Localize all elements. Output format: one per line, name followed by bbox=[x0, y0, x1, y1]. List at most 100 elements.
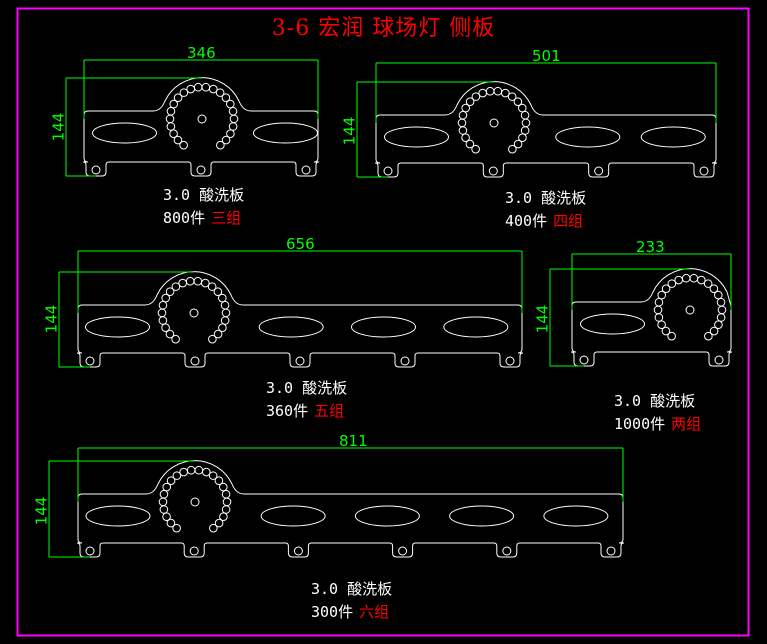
led-hole bbox=[178, 278, 187, 288]
material-text: 3.0 酸洗板 bbox=[163, 186, 245, 204]
part-label-p4: 3.0 酸洗板 1000件两组 bbox=[614, 390, 701, 436]
led-hole bbox=[713, 290, 723, 300]
quantity-text: 300件 bbox=[311, 603, 354, 621]
oval-slot bbox=[253, 122, 318, 144]
led-hole bbox=[165, 287, 175, 297]
led-hole bbox=[225, 99, 235, 109]
led-hole bbox=[518, 133, 527, 143]
led-hole bbox=[471, 92, 481, 101]
led-hole bbox=[172, 471, 182, 480]
group-text: 三组 bbox=[211, 209, 242, 227]
led-hole bbox=[513, 97, 523, 107]
led-hole bbox=[222, 497, 232, 507]
material-text: 3.0 酸洗板 bbox=[266, 379, 348, 397]
mount-hole bbox=[91, 165, 101, 175]
led-hole bbox=[653, 305, 663, 315]
led-hole bbox=[159, 505, 169, 514]
led-hole bbox=[458, 126, 468, 135]
led-hole bbox=[520, 110, 530, 120]
led-hole bbox=[521, 118, 531, 128]
panel-outline bbox=[570, 268, 733, 367]
quantity-text: 360件 bbox=[266, 402, 309, 420]
led-hole bbox=[193, 276, 203, 286]
center-hole bbox=[685, 305, 695, 315]
led-hole bbox=[226, 129, 235, 139]
quantity-text: 400件 bbox=[505, 212, 548, 230]
led-hole bbox=[219, 512, 228, 522]
width-dimension-p4: 233 bbox=[636, 238, 665, 256]
mount-hole bbox=[190, 356, 200, 366]
mount-hole bbox=[606, 546, 616, 556]
led-hole bbox=[221, 489, 231, 499]
led-hole bbox=[461, 103, 471, 113]
led-hole bbox=[201, 82, 211, 92]
height-dimension-p4: 144 bbox=[533, 304, 552, 334]
part-label-p3: 3.0 酸洗板 360件五组 bbox=[266, 377, 347, 423]
height-dimension-p5: 144 bbox=[32, 496, 51, 526]
led-hole bbox=[667, 279, 677, 288]
led-hole bbox=[674, 275, 683, 285]
led-hole bbox=[218, 323, 227, 333]
led-hole bbox=[228, 122, 238, 131]
oval-slot bbox=[85, 505, 151, 527]
led-hole bbox=[218, 482, 228, 492]
led-hole bbox=[714, 320, 723, 330]
led-hole bbox=[716, 313, 726, 322]
oval-slot bbox=[384, 126, 449, 148]
mount-hole bbox=[85, 356, 95, 366]
led-hole bbox=[458, 110, 468, 120]
led-hole bbox=[165, 114, 175, 124]
panel-outline bbox=[82, 77, 320, 177]
led-hole bbox=[166, 106, 176, 116]
side-panel-p4 bbox=[549, 253, 733, 367]
part-label-p2: 3.0 酸洗板 400件四组 bbox=[505, 187, 586, 233]
part-label-p5: 3.0 酸洗板 300件六组 bbox=[311, 578, 392, 624]
led-hole bbox=[681, 273, 691, 283]
led-hole bbox=[709, 284, 719, 294]
oval-slot bbox=[92, 122, 157, 144]
drawing-title: 3-6 宏润 球场灯 侧板 bbox=[271, 16, 496, 41]
led-hole bbox=[513, 139, 523, 149]
led-hole bbox=[697, 275, 706, 285]
led-hole bbox=[229, 114, 239, 124]
side-panel-p3 bbox=[58, 250, 524, 368]
led-hole bbox=[214, 476, 224, 486]
panel-outline bbox=[76, 460, 625, 558]
led-hole bbox=[159, 489, 169, 499]
width-dimension-p2: 501 bbox=[532, 47, 561, 65]
group-text: 两组 bbox=[671, 415, 702, 433]
oval-slot bbox=[580, 313, 645, 335]
mount-hole bbox=[295, 356, 305, 366]
mount-hole bbox=[383, 166, 393, 176]
led-hole bbox=[221, 93, 231, 103]
mount-hole bbox=[714, 355, 724, 365]
led-hole bbox=[661, 326, 671, 336]
led-hole bbox=[657, 290, 667, 300]
mount-hole bbox=[85, 546, 95, 556]
panel-outline bbox=[374, 81, 718, 178]
led-hole bbox=[194, 465, 204, 475]
led-hole bbox=[166, 518, 176, 528]
material-text: 3.0 酸洗板 bbox=[311, 580, 393, 598]
led-hole bbox=[208, 334, 217, 344]
led-hole bbox=[654, 297, 664, 307]
mount-hole bbox=[505, 356, 515, 366]
mount-hole bbox=[196, 165, 206, 175]
mount-hole bbox=[301, 165, 311, 175]
oval-slot bbox=[258, 316, 324, 338]
drawing-frame bbox=[16, 7, 750, 637]
group-text: 六组 bbox=[359, 603, 390, 621]
oval-slot bbox=[354, 505, 420, 527]
mount-hole bbox=[594, 166, 604, 176]
led-hole bbox=[215, 88, 225, 97]
led-hole bbox=[179, 140, 188, 150]
led-hole bbox=[171, 282, 181, 291]
oval-slot bbox=[543, 505, 609, 527]
led-hole bbox=[478, 88, 487, 98]
led-hole bbox=[173, 135, 183, 145]
material-text: 3.0 酸洗板 bbox=[505, 189, 587, 207]
panels-layer bbox=[48, 59, 733, 558]
led-hole bbox=[208, 471, 218, 480]
mount-hole bbox=[579, 355, 589, 365]
